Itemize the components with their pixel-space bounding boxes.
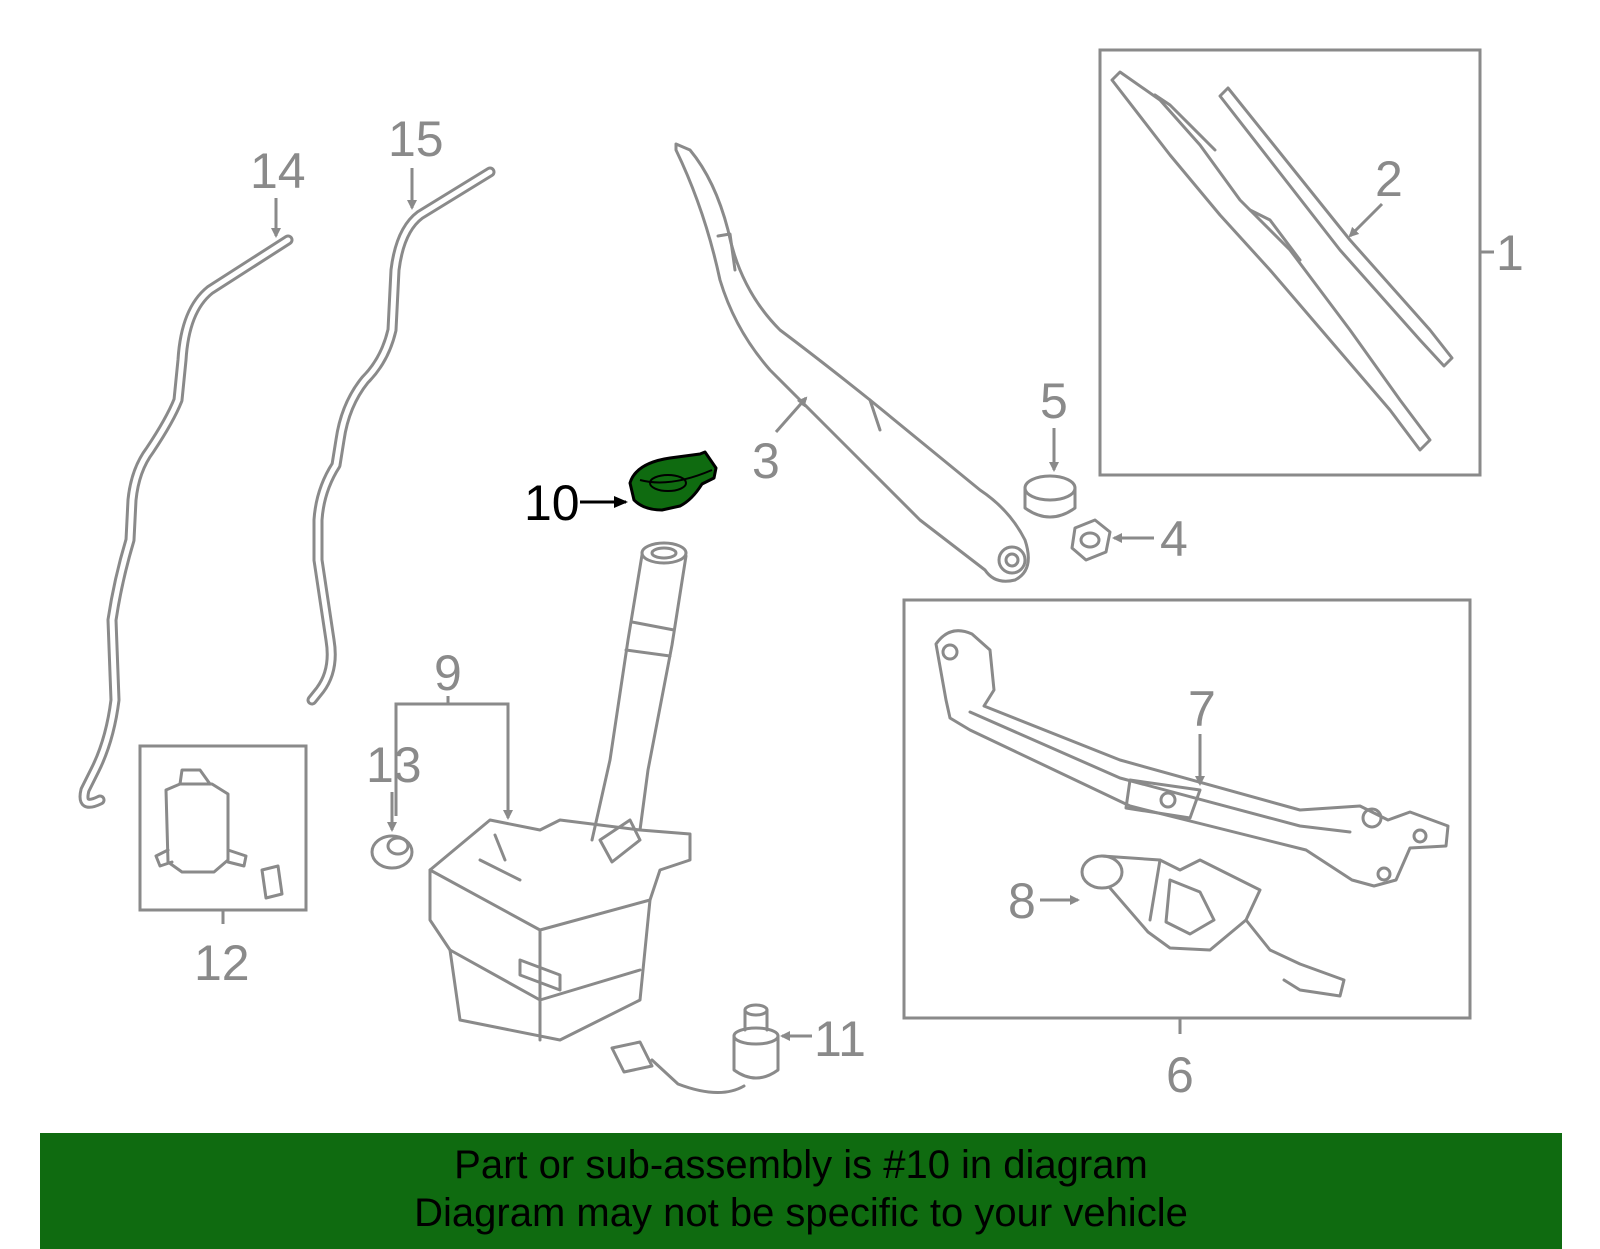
callout-6: 6 xyxy=(1166,1047,1194,1103)
callout-13: 13 xyxy=(366,737,422,793)
grommet-13[interactable] xyxy=(370,834,414,870)
leader-9 xyxy=(394,702,513,820)
callout-1: 1 xyxy=(1496,225,1524,281)
leader-3 xyxy=(774,396,808,433)
cap-5[interactable] xyxy=(1023,474,1077,519)
callout-15: 15 xyxy=(388,111,444,167)
box-1 xyxy=(1098,48,1482,477)
washer-hose-14[interactable] xyxy=(78,234,294,809)
callout-5: 5 xyxy=(1040,373,1068,429)
level-sensor-11[interactable] xyxy=(610,1003,780,1095)
nut-4[interactable] xyxy=(1070,518,1112,562)
leader-2 xyxy=(1348,202,1384,238)
washer-hose-15[interactable] xyxy=(306,166,496,706)
wiper-linkage-7[interactable] xyxy=(934,629,1450,888)
wiper-blade-1[interactable] xyxy=(1110,70,1432,452)
callout-12: 12 xyxy=(194,935,250,991)
reservoir-cap-10[interactable] xyxy=(628,450,718,512)
callout-7: 7 xyxy=(1188,681,1216,737)
callout-2: 2 xyxy=(1375,151,1403,207)
info-banner: Part or sub-assembly is #10 in diagram D… xyxy=(40,1133,1562,1249)
callout-4: 4 xyxy=(1160,511,1188,567)
box-6 xyxy=(902,598,1472,1020)
callout-9: 9 xyxy=(434,645,462,701)
callout-10: 10 xyxy=(524,475,580,531)
washer-pump-12[interactable] xyxy=(154,768,284,900)
callout-8: 8 xyxy=(1008,873,1036,929)
callout-11: 11 xyxy=(814,1011,866,1067)
callout-14: 14 xyxy=(250,143,306,199)
wiper-refill-2[interactable] xyxy=(1218,86,1454,368)
wiper-arm-3[interactable] xyxy=(674,142,1030,583)
banner-line-2: Diagram may not be specific to your vehi… xyxy=(414,1191,1188,1235)
wiper-motor-8[interactable] xyxy=(1080,854,1346,998)
banner-line-1: Part or sub-assembly is #10 in diagram xyxy=(454,1143,1148,1187)
washer-reservoir-9[interactable] xyxy=(428,541,692,1042)
callout-3: 3 xyxy=(752,433,780,489)
